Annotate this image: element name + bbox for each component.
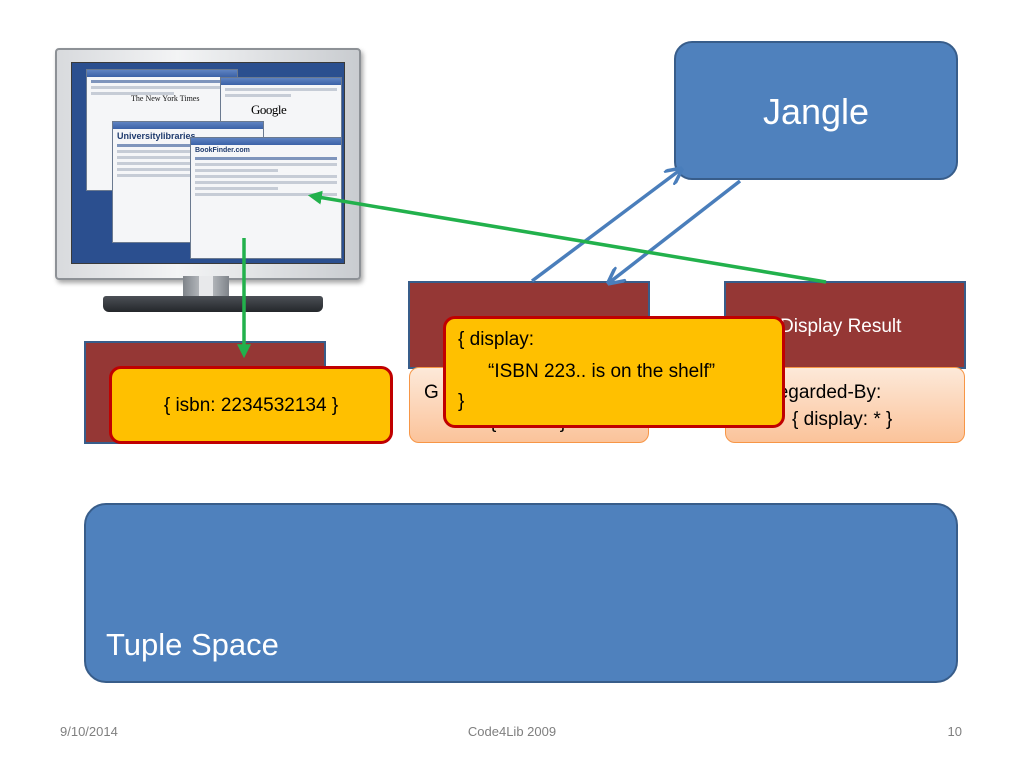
jangle-box: Jangle — [674, 41, 958, 180]
display-tuple-line3: } — [458, 391, 465, 412]
display-tuple: { display: “ISBN 223.. is on the shelf” … — [443, 316, 785, 428]
regarded-line1: Regarded-By: — [764, 382, 882, 403]
monitor-illustration: The New York Times Google Universitylibr… — [55, 48, 365, 316]
footer-date: 9/10/2014 — [60, 724, 118, 739]
footer-event: Code4Lib 2009 — [467, 724, 557, 739]
arrow-display-to-monitor — [307, 190, 827, 284]
tuple-space-label: Tuple Space — [106, 627, 279, 662]
arrow-jangle-to-get — [610, 179, 742, 282]
monitor-bezel: The New York Times Google Universitylibr… — [55, 48, 361, 280]
browser-window-bookfinder: BookFinder.com — [190, 137, 342, 259]
display-tuple-line2: “ISBN 223.. is on the shelf” — [488, 361, 716, 382]
bookfinder-title: BookFinder.com — [195, 147, 250, 154]
isbn-tuple: { isbn: 2234532134 } — [109, 366, 393, 444]
nyt-masthead: The New York Times — [131, 94, 200, 103]
google-logo: Google — [251, 102, 287, 117]
get-box-label: G — [424, 382, 439, 403]
footer-page-number: 10 — [947, 724, 962, 739]
regarded-line2: { display: * } — [792, 409, 893, 430]
jangle-label: Jangle — [762, 91, 870, 132]
monitor-neck — [183, 276, 229, 298]
display-result-label: Display Result — [780, 316, 902, 337]
isbn-tuple-text: { isbn: 2234532134 } — [163, 395, 339, 416]
display-tuple-line1: { display: — [458, 329, 535, 350]
monitor-screen: The New York Times Google Universitylibr… — [71, 62, 345, 264]
monitor-stand — [103, 296, 323, 312]
arrow-get-to-jangle — [530, 170, 680, 283]
tuple-space-box: Tuple Space — [84, 503, 958, 683]
library-title: Universitylibraries — [117, 131, 196, 141]
